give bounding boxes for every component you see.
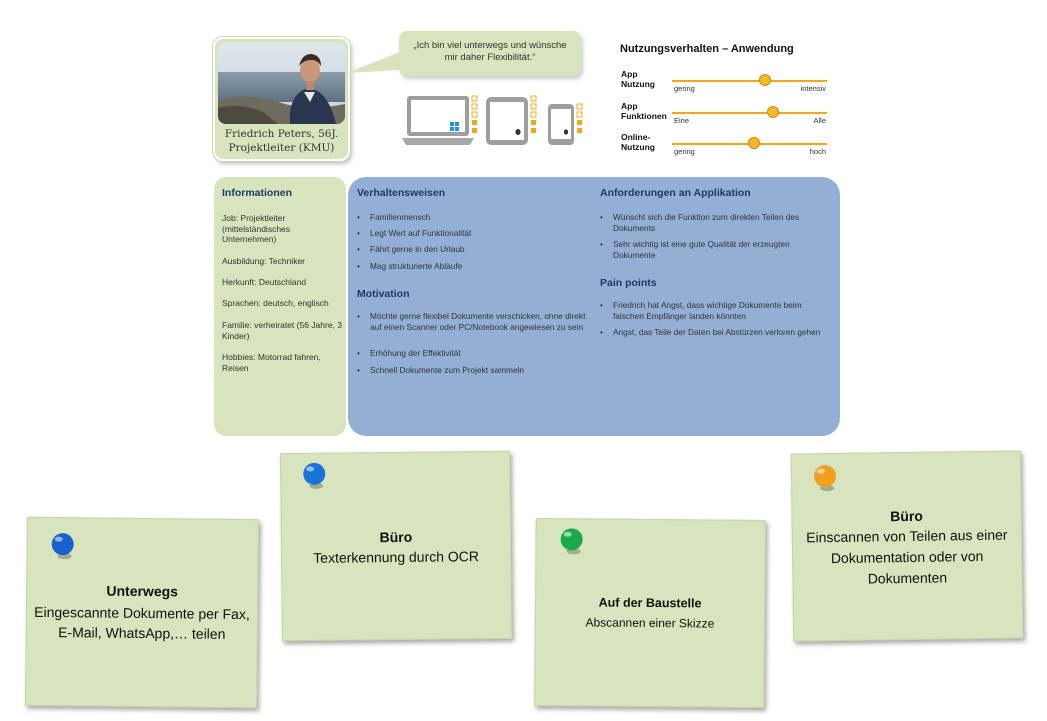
info-item: Job: Projektleiter (mittelständisches Un…	[222, 213, 291, 244]
quote-line-2: mir daher Flexibilität.“	[444, 52, 536, 63]
pushpin-icon	[51, 533, 74, 560]
note-text: Einscannen von Teilen aus einer Dokument…	[806, 526, 1008, 587]
usage-slider-max-label: Alle	[813, 116, 826, 125]
pushpin-icon	[560, 528, 583, 555]
usage-slider-label-line: Funktionen	[621, 111, 667, 121]
persona-name-line: Friedrich Peters, 56J.	[224, 128, 339, 140]
quote-text: „Ich bin viel unterwegs und wünsche mir …	[403, 40, 577, 64]
requirements-item: Wünscht sich die Funktion zum direkten T…	[600, 212, 831, 233]
info-item: Ausbildung: Techniker	[222, 256, 306, 266]
info-panel: Informationen Job: Projektleiter (mittel…	[214, 177, 346, 436]
motivation-item: Möchte gerne flexibel Dokumente verschic…	[357, 311, 588, 332]
behaviour-item: Mag strukturierte Abläufe	[357, 261, 590, 272]
usage-slider-label-line: Nutzung	[621, 79, 655, 89]
usage-slider-label-line: Online-	[621, 132, 651, 142]
requirements-title: Anforderungen an Applikation	[600, 187, 751, 199]
phone-apple-icon	[548, 103, 583, 145]
usage-slider-min-label: gering	[674, 84, 695, 93]
info-item: Hobbies: Motorrad fahren, Reisen	[222, 352, 321, 373]
usage-slider-knob	[759, 74, 771, 86]
info-item: Familie: verheiratet (56 Jahre, 3 Kinder…	[222, 320, 342, 341]
usage-slider-min-label: Eine	[674, 116, 690, 125]
sticky-note-buero-ocr: Büro Texterkennung durch OCR	[280, 450, 512, 642]
usage-slider-label: Online-Nutzung	[621, 132, 655, 152]
tablet-apple-icon	[486, 95, 537, 145]
pain-points-title: Pain points	[600, 277, 657, 289]
usage-slider-label-line: App	[621, 101, 638, 111]
note-text: Abscannen einer Skizze	[585, 615, 715, 631]
motivation-title: Motivation	[357, 288, 410, 300]
motivation-item: Schnell Dokumente zum Projekt sammeln	[357, 365, 590, 376]
pushpin-icon	[814, 465, 837, 492]
devices-illustration	[402, 95, 583, 145]
motivation-item: Erhöhung der Effektivität	[357, 348, 590, 359]
usage-slider-track	[672, 112, 827, 114]
info-item: Herkunft: Deutschland	[222, 277, 307, 287]
usage-title: Nutzungsverhalten – Anwendung	[620, 43, 794, 55]
usage-slider-max-label: hoch	[809, 147, 826, 156]
behaviour-panel: Verhaltensweisen Familienmensch Legt Wer…	[348, 177, 840, 436]
quote-line-1: „Ich bin viel unterwegs und wünsche	[413, 40, 567, 51]
usage-slider-track	[672, 80, 827, 82]
usage-slider-knob	[766, 106, 779, 118]
laptop-windows-icon	[402, 95, 478, 145]
pain-point-item: Angst, das Teile der Daten bei Abstürzen…	[600, 327, 831, 338]
sticky-note-buero-scan: Büro Einscannen von Teilen aus einer Dok…	[790, 450, 1024, 642]
note-title: Büro	[890, 507, 924, 525]
note-title: Auf der Baustelle	[598, 595, 702, 611]
pushpin-icon	[303, 462, 326, 489]
usage-slider-min-label: gering	[674, 147, 695, 156]
note-title: Büro	[379, 528, 413, 546]
usage-slider-label-line: App	[621, 69, 638, 79]
info-title: Informationen	[222, 187, 292, 199]
sticky-note-unterwegs: Unterwegs Eingescannte Dokumente per Fax…	[25, 516, 259, 709]
behaviour-item: Familienmensch	[357, 212, 590, 223]
usage-slider-knob	[748, 137, 761, 149]
note-text: Eingescannte Dokumente per Fax, E-Mail, …	[34, 603, 250, 642]
note-text: Texterkennung durch OCR	[313, 548, 480, 566]
quote-bubble: „Ich bin viel unterwegs und wünsche mir …	[399, 31, 581, 76]
usage-slider-label-line: Nutzung	[621, 142, 655, 152]
speech-bubble-tail	[346, 52, 400, 73]
note-title: Unterwegs	[106, 582, 179, 600]
sticky-note-baustelle: Auf der Baustelle Abscannen einer Skizze	[534, 518, 766, 708]
requirements-item: Sehr wichtig ist eine gute Qualität der …	[600, 239, 831, 260]
persona-role-line: Projektleiter (KMU)	[228, 142, 335, 154]
behaviour-item: Legt Wert auf Funktionalität	[357, 228, 590, 239]
pain-point-item: Friedrich hat Angst, dass wichtige Dokum…	[600, 300, 831, 321]
info-item: Sprachen: deutsch, englisch	[222, 298, 329, 308]
behaviour-item: Fährt gerne in den Urlaub	[357, 244, 590, 255]
persona-card: Friedrich Peters, 56J. Projektleiter (KM…	[213, 37, 350, 161]
persona-name: Friedrich Peters, 56J. Projektleiter (KM…	[215, 127, 348, 155]
persona-photo	[218, 42, 345, 124]
behaviour-title: Verhaltensweisen	[357, 187, 446, 199]
usage-slider-max-label: intensiv	[800, 84, 826, 93]
